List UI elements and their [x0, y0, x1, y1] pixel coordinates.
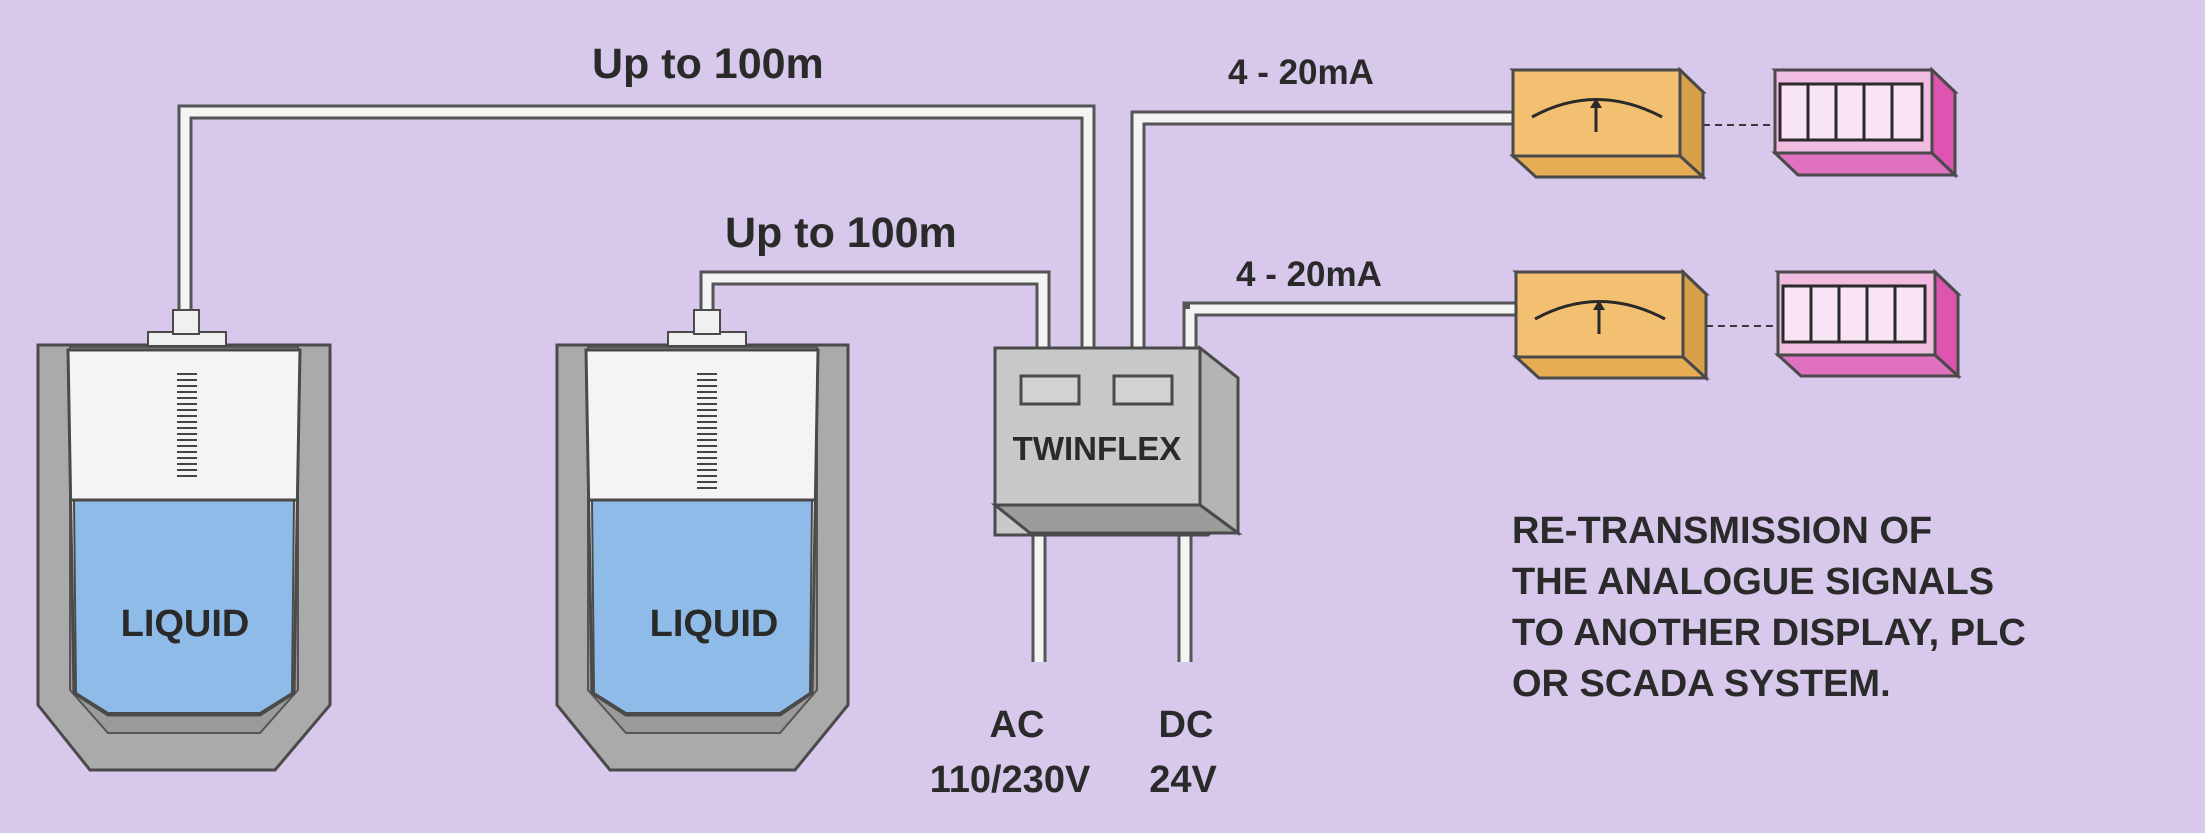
controller-side-face	[1198, 344, 1240, 536]
description-block: RE-TRANSMISSION OF THE ANALOGUE SIGNALS …	[1512, 510, 2026, 705]
power-ac-type-label: AC	[990, 704, 1045, 746]
tank-2-probe-scale	[697, 373, 717, 489]
power-ac-voltage-label: 110/230V	[930, 759, 1091, 801]
controller-display-left	[1019, 374, 1081, 406]
tank-1-liquid-label: LIQUID	[121, 603, 250, 645]
analog-meter-icon	[1531, 98, 1663, 132]
digital-display-icon	[1778, 82, 1924, 142]
output-1-display	[1771, 66, 1959, 179]
controller-display-right	[1112, 374, 1174, 406]
tank-2-sensor-stem	[693, 309, 721, 335]
tank-1: LIQUID	[36, 309, 332, 772]
tank-1-probe-scale	[177, 373, 197, 477]
analog-meter-icon	[1534, 300, 1666, 334]
digital-display-icon	[1781, 284, 1927, 344]
controller-name: TWINFLEX	[1013, 430, 1182, 467]
sensor-2-cable	[699, 270, 1051, 348]
description-line-1: RE-TRANSMISSION OF	[1512, 510, 1932, 552]
output-2-signal-label: 4 - 20mA	[1236, 255, 1382, 294]
tank-2-liquid-label: LIQUID	[650, 603, 779, 645]
tank-2: LIQUID	[555, 309, 850, 772]
output-2-display	[1774, 268, 1962, 380]
cable-1-length-label: Up to 100m	[592, 40, 824, 88]
twinflex-controller: TWINFLEX	[990, 344, 1243, 537]
cable-2-length-label: Up to 100m	[725, 209, 957, 257]
output-2-cable	[1182, 301, 1518, 348]
output-2-meter	[1512, 268, 1710, 382]
tank-1-sensor-stem	[172, 309, 200, 335]
controller-bottom-face	[990, 503, 1243, 535]
output-1-signal-label: 4 - 20mA	[1228, 53, 1374, 92]
output-1-meter	[1509, 66, 1707, 181]
cables	[177, 104, 1518, 662]
description-line-2: THE ANALOGUE SIGNALS	[1512, 561, 1994, 603]
power-dc-voltage-label: 24V	[1149, 759, 1217, 801]
power-dc-type-label: DC	[1159, 704, 1214, 746]
description-line-4: OR SCADA SYSTEM.	[1512, 663, 1891, 705]
description-line-3: TO ANOTHER DISPLAY, PLC	[1512, 612, 2026, 654]
